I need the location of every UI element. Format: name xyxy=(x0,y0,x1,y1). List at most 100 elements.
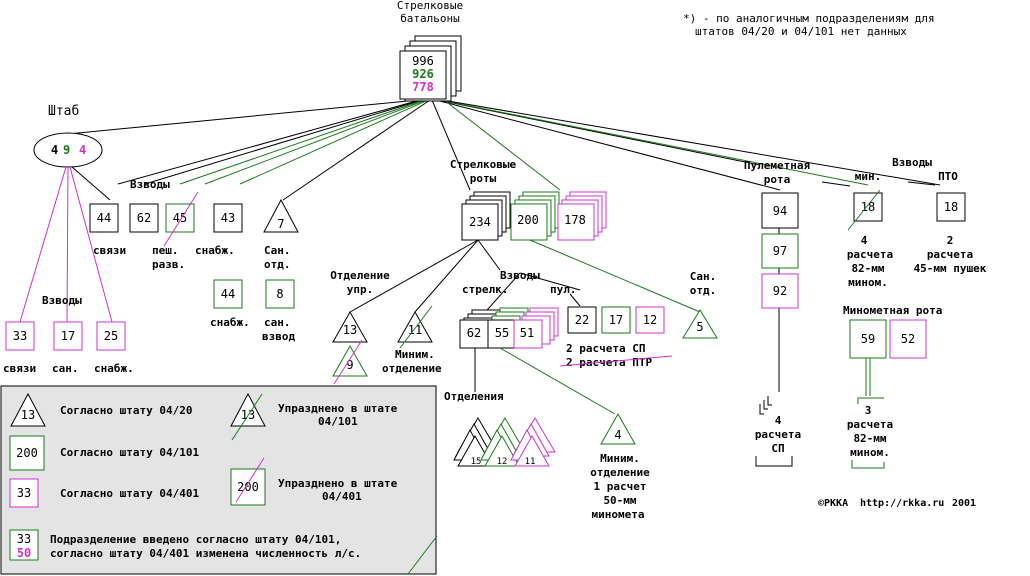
svg-text:12: 12 xyxy=(497,457,508,467)
at-platoon-label: ПТО xyxy=(938,170,958,183)
svg-text:12: 12 xyxy=(643,313,657,327)
platoon-signal: 44 связи xyxy=(89,203,126,257)
mg-co-0420: 94 xyxy=(761,192,799,229)
mortar-co-04101: 59 xyxy=(849,319,887,359)
sections-0420: 15 xyxy=(453,417,499,467)
svg-text:взвод: взвод xyxy=(262,330,295,343)
co-rifle-label: стрелк. xyxy=(462,283,508,296)
battalion-title-1: Стрелковые xyxy=(397,0,463,12)
svg-text:мином.: мином. xyxy=(850,446,890,459)
legend: 13 Согласно штату 04/20 13 Упразднено в … xyxy=(0,385,438,575)
ctrl-label-1: Отделение xyxy=(330,269,390,282)
svg-text:200: 200 xyxy=(16,446,38,460)
svg-text:18: 18 xyxy=(944,200,958,214)
svg-text:Подразделение введено согласно: Подразделение введено согласно штату 04/… xyxy=(50,533,341,546)
credits-url: http://rkka.ru xyxy=(860,498,944,509)
ctrl-label-2: упр. xyxy=(347,283,374,296)
mg-co-crews: 4 расчета СП xyxy=(755,396,801,467)
svg-text:55: 55 xyxy=(495,326,509,340)
rifle-co-connectors xyxy=(349,239,701,319)
svg-text:согласно штату 04/401 изменена: согласно штату 04/401 изменена численнос… xyxy=(50,547,361,560)
hq-title: Штаб xyxy=(48,104,79,119)
svg-text:97: 97 xyxy=(773,244,787,258)
svg-text:9: 9 xyxy=(346,358,353,372)
rifle-co-node-04401: 178 xyxy=(557,191,607,241)
battalion-title-2: батальоны xyxy=(400,12,460,25)
svg-text:44: 44 xyxy=(221,287,235,301)
svg-text:44: 44 xyxy=(97,211,111,225)
svg-text:миномета: миномета xyxy=(592,508,645,521)
svg-text:82-мм: 82-мм xyxy=(851,262,884,275)
svg-text:Упразднено в штате: Упразднено в штате xyxy=(278,402,398,415)
crews-strikeout xyxy=(559,355,673,367)
svg-text:82-мм: 82-мм xyxy=(853,432,886,445)
svg-text:расчета: расчета xyxy=(847,248,893,261)
battalion-count-0420: 996 xyxy=(412,54,434,68)
co-rifle-platoon-04401: 51 xyxy=(513,307,559,349)
svg-text:1 расчет: 1 расчет xyxy=(594,480,647,493)
rifle-co-node-04101: 200 xyxy=(510,191,560,241)
legend-abolished-04101: 13 Упразднено в штате 04/101 xyxy=(230,392,398,441)
svg-text:сан.: сан. xyxy=(264,316,291,329)
at-platoon: 18 2 расчета 45-мм пушек xyxy=(914,192,987,275)
sections-04101: 12 xyxy=(480,417,526,467)
svg-text:2: 2 xyxy=(947,234,954,247)
ctrl-section-0420: 13 xyxy=(332,310,368,343)
battalion-node: Стрелковые батальоны 996 926 778 xyxy=(397,0,463,102)
hq-platoon-signal: 33 связи xyxy=(3,321,36,375)
hq-platoons-title: Взводы xyxy=(42,294,82,307)
mg-co-title-1: Пулеметная xyxy=(744,159,810,172)
svg-text:разв.: разв. xyxy=(152,258,185,271)
co-crews-line-1: 2 расчета СП xyxy=(566,342,645,355)
svg-text:связи: связи xyxy=(93,244,126,257)
svg-text:Сан.: Сан. xyxy=(264,244,291,257)
mortar-co-title: Минометная рота xyxy=(843,304,942,317)
svg-text:снабж.: снабж. xyxy=(94,362,134,375)
credits-copyright: ©РККА xyxy=(818,498,848,509)
svg-text:отделение: отделение xyxy=(382,362,442,375)
co-san-label-1: Сан. xyxy=(690,270,717,283)
svg-text:43: 43 xyxy=(221,211,235,225)
svg-text:Согласно штату 04/401: Согласно штату 04/401 xyxy=(60,487,199,500)
mortar-platoon-label: мин. xyxy=(855,170,882,183)
rifle-co-node-0420: 234 xyxy=(461,191,511,241)
svg-text:Миним.: Миним. xyxy=(395,348,435,361)
svg-text:33: 33 xyxy=(17,486,31,500)
svg-text:33: 33 xyxy=(17,532,31,546)
svg-text:8: 8 xyxy=(276,287,283,301)
svg-text:отделение: отделение xyxy=(590,466,650,479)
svg-text:15: 15 xyxy=(471,457,482,467)
battalion-count-04101: 926 xyxy=(412,67,434,81)
svg-text:17: 17 xyxy=(61,329,75,343)
co-mg-label: пул. xyxy=(550,283,577,296)
svg-text:59: 59 xyxy=(861,332,875,346)
svg-text:3: 3 xyxy=(865,404,872,417)
svg-text:4: 4 xyxy=(861,234,868,247)
mortar-co-04401: 52 xyxy=(889,319,927,359)
hq-platoon-medical: 17 сан. xyxy=(52,321,83,375)
svg-text:04/101: 04/101 xyxy=(318,415,358,428)
svg-text:5: 5 xyxy=(696,320,703,334)
svg-text:62: 62 xyxy=(137,211,151,225)
mg-co-04401: 92 xyxy=(761,273,799,309)
co-medical-squad: 5 xyxy=(682,309,718,339)
mg-co-04101: 97 xyxy=(761,233,799,269)
platoon-medical-squad: 7 Сан. отд. xyxy=(263,198,299,271)
svg-text:51: 51 xyxy=(520,326,534,340)
co-mg-platoon-04101: 17 xyxy=(601,306,631,334)
svg-text:Упразднено в штате: Упразднено в штате xyxy=(278,477,398,490)
right-platoons-title: Взводы xyxy=(892,156,932,169)
svg-text:92: 92 xyxy=(773,284,787,298)
svg-text:мином.: мином. xyxy=(848,276,888,289)
co-platoons-title: Взводы xyxy=(500,269,540,282)
svg-text:94: 94 xyxy=(773,204,787,218)
svg-text:СП: СП xyxy=(771,442,784,455)
ctrl-section-04101: 9 xyxy=(332,339,368,385)
credits: ©РККА http://rkka.ru 2001 xyxy=(818,498,976,509)
rifle-co-title-2: роты xyxy=(470,172,497,185)
credits-year: 2001 xyxy=(952,498,976,509)
svg-text:22: 22 xyxy=(575,313,589,327)
platoon-medical: 8 сан. взвод xyxy=(262,279,295,343)
svg-text:расчета: расчета xyxy=(847,418,893,431)
